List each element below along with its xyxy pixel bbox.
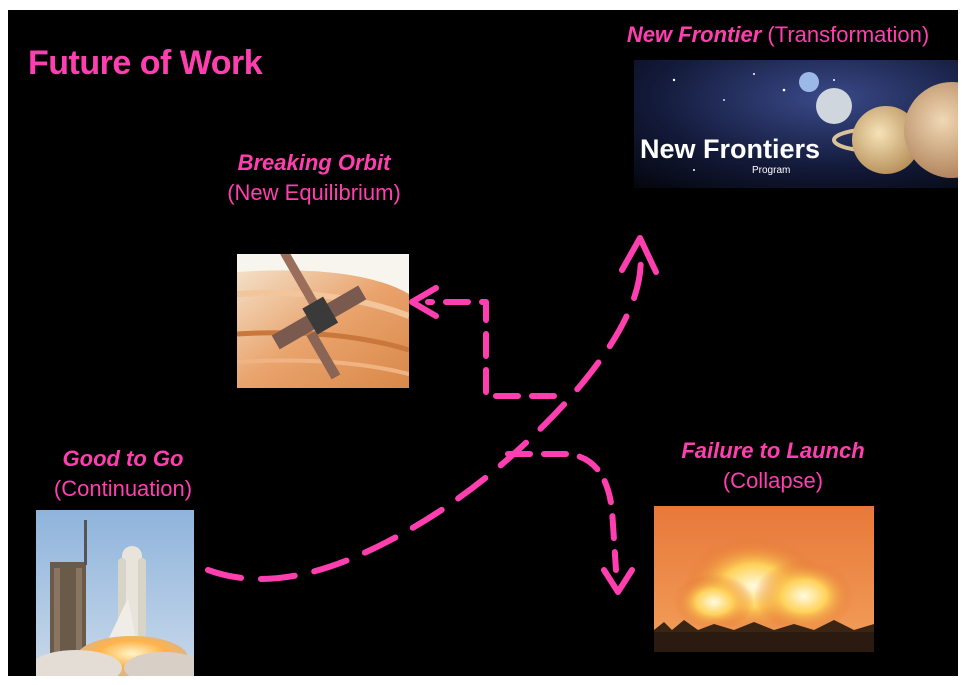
slide-title: Future of Work bbox=[28, 44, 263, 82]
arrow-to-failure bbox=[505, 451, 619, 573]
label-good-to-go: Good to Go (Continuation) bbox=[28, 444, 218, 504]
arrowhead-new-frontier bbox=[619, 235, 659, 275]
slide: Future of Work Good to Go (Continuation) bbox=[8, 10, 958, 676]
arrow-to-new-frontier bbox=[205, 247, 644, 582]
arrow-to-breaking-orbit bbox=[425, 299, 557, 399]
scenario-description: (Continuation) bbox=[53, 476, 193, 501]
shuttle-launch-image bbox=[36, 510, 194, 676]
label-new-frontier: New Frontier (Transformation) bbox=[608, 20, 948, 50]
scenario-name: New Frontier bbox=[626, 22, 762, 47]
explosion-image bbox=[654, 506, 874, 652]
new-frontiers-logo-subtext: Program bbox=[752, 165, 790, 176]
label-breaking-orbit: Breaking Orbit (New Equilibrium) bbox=[204, 148, 424, 208]
scenario-arrows bbox=[205, 235, 659, 595]
scenario-description: (New Equilibrium) bbox=[227, 180, 401, 205]
scenario-description: (Collapse) bbox=[722, 468, 824, 493]
new-frontiers-logo-text: New Frontiers bbox=[640, 134, 820, 164]
scenario-description: (Transformation) bbox=[767, 22, 930, 47]
arrowhead-failure bbox=[601, 567, 635, 595]
juno-spacecraft-image bbox=[237, 254, 409, 388]
arrowhead-breaking-orbit bbox=[409, 285, 439, 319]
scenario-name: Breaking Orbit bbox=[237, 150, 391, 175]
label-failure-to-launch: Failure to Launch (Collapse) bbox=[648, 436, 898, 496]
scenario-name: Failure to Launch bbox=[681, 438, 865, 463]
scenario-name: Good to Go bbox=[62, 446, 184, 471]
new-frontiers-program-image: New Frontiers Program bbox=[634, 60, 958, 188]
